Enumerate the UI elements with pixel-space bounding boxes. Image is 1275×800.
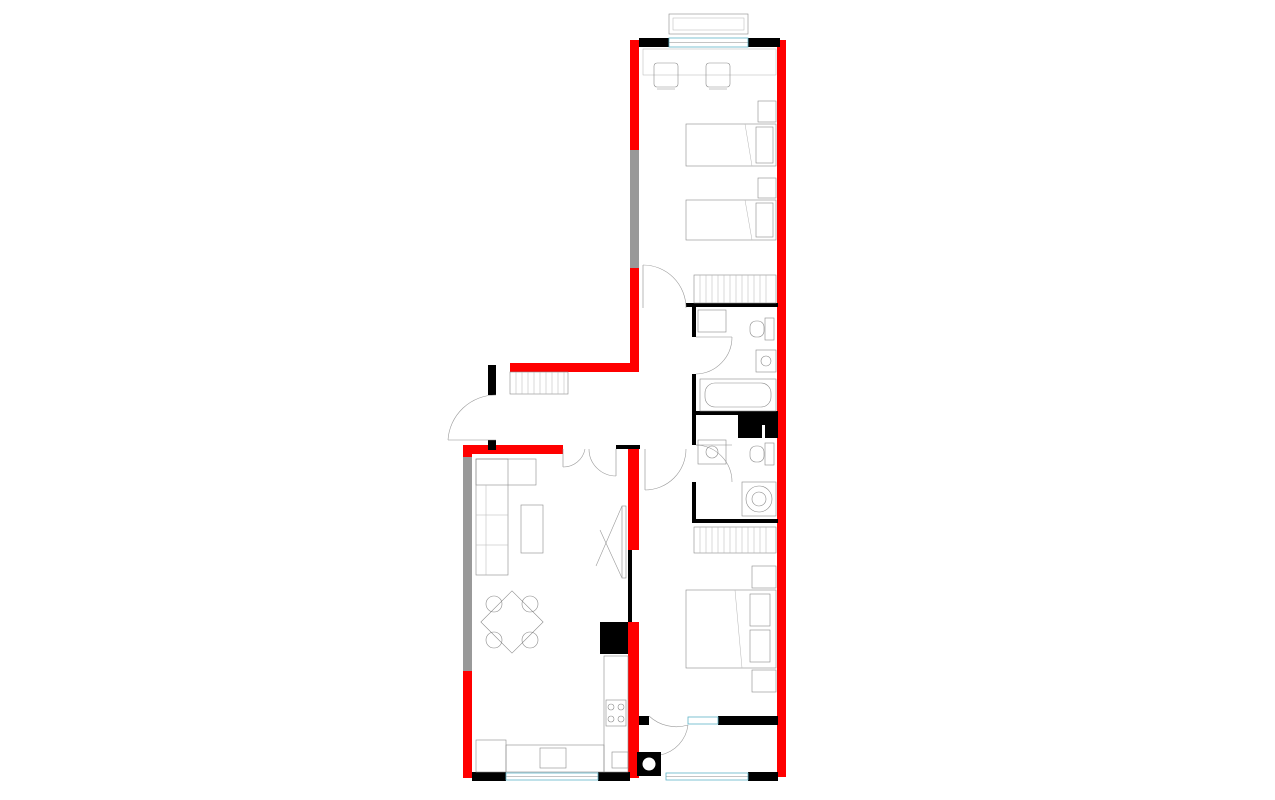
washing-machine — [741, 481, 777, 517]
door-bedroom2-swing — [644, 448, 687, 491]
wall-entry-jamb-low — [488, 440, 496, 450]
sink-1 — [755, 349, 777, 373]
kitchen-sink — [539, 747, 567, 769]
sofa — [475, 458, 509, 576]
wall-wc-west-bottom — [692, 482, 696, 522]
shaft-duct — [641, 756, 657, 772]
glazing-living-west — [463, 457, 472, 671]
doors — [447, 264, 733, 756]
wall-partition-upper — [628, 448, 639, 550]
wall-bottom-mid — [598, 772, 630, 781]
sofa-back — [475, 458, 537, 486]
wall-east — [777, 40, 786, 777]
bathtub — [699, 378, 777, 412]
wardrobe-1 — [693, 274, 777, 304]
wall-wc-shaft — [738, 415, 762, 438]
ventilation-shaft — [637, 752, 661, 776]
door-bedroom2-balcony-swing — [648, 715, 689, 728]
wall-bedroom-south — [686, 303, 778, 307]
bed-single-1 — [685, 123, 777, 167]
toilet-2 — [749, 445, 765, 463]
interior-walls — [472, 38, 780, 781]
windows — [505, 13, 749, 781]
exterior-walls — [463, 40, 786, 778]
entrance-storage — [509, 275, 767, 395]
door-living-swing-a — [562, 448, 586, 468]
sliding-door — [621, 505, 627, 579]
wardrobe-2 — [693, 526, 777, 554]
wall-top-right-segment — [748, 38, 780, 47]
dining-chair-3 — [485, 631, 503, 649]
bedside-table-4 — [751, 669, 777, 693]
fridge — [475, 739, 507, 773]
wall-bottom-left — [472, 772, 506, 781]
bathtub-inner — [704, 382, 772, 408]
door-living-swing-b — [588, 448, 617, 477]
bed-double-pillow-1 — [749, 593, 771, 627]
dining-table — [480, 590, 544, 654]
wall-top-left-segment — [639, 38, 669, 47]
wc-fixtures — [697, 439, 777, 517]
bath-shelf — [697, 309, 727, 333]
bedside-table-3 — [751, 565, 777, 589]
wall-bottom-right — [748, 772, 778, 781]
door-bedroom1-swing — [642, 264, 687, 309]
living-furniture — [475, 458, 629, 773]
wall-partition-gap — [628, 550, 632, 622]
coffee-table — [520, 504, 544, 554]
bed-single-2 — [685, 199, 777, 241]
bedside-table-2 — [757, 177, 777, 199]
wall-entry-jamb — [488, 365, 496, 395]
bed-double — [685, 589, 777, 669]
cooktop — [605, 699, 627, 727]
desk — [642, 48, 777, 76]
bed-double-pillow-2 — [749, 629, 771, 663]
bedside-table-1 — [757, 100, 777, 123]
bedroom-twin-furniture — [642, 48, 777, 304]
toilet-1 — [749, 320, 765, 338]
wall-entry-north — [510, 363, 639, 372]
wall-wc-south — [692, 519, 778, 523]
bedroom-double-furniture — [685, 526, 777, 693]
wall-bath-west-bottom — [692, 374, 696, 414]
wall-living-west-bottom — [463, 671, 472, 778]
dining-chair-2 — [521, 595, 539, 613]
dining-chair-4 — [521, 631, 539, 649]
wall-partition-lower — [628, 622, 639, 778]
dining-chair-1 — [485, 595, 503, 613]
balcony-inner — [672, 17, 745, 31]
door-wc-swing — [695, 444, 733, 483]
wall-living-west-top — [463, 445, 472, 457]
chair-right — [705, 62, 731, 88]
toilet-1-tank — [764, 317, 775, 341]
bed-single-2-pillow — [755, 202, 774, 238]
chair-left — [653, 62, 679, 88]
entry-wardrobe — [509, 371, 569, 395]
wall-wc-west-top — [692, 415, 696, 445]
balcony — [668, 13, 749, 35]
door-bath-swing — [695, 336, 733, 375]
wall-kitchen-column — [600, 622, 628, 654]
wall-bedroom-west-lower — [630, 268, 639, 312]
glazing-bedroom-west — [630, 150, 639, 268]
kitchen-counter — [603, 655, 629, 773]
wall-bedroom2-stub — [639, 716, 649, 725]
wall-bedroom2-south — [718, 716, 778, 725]
door-entrance-swing — [447, 394, 497, 441]
stove-corner — [611, 751, 629, 769]
wall-corridor-west — [630, 312, 639, 372]
wall-bath-west-top — [692, 307, 696, 337]
wall-bath-south — [692, 411, 778, 415]
wall-hall-stub — [616, 445, 640, 449]
glazed-walls — [463, 150, 639, 671]
wall-living-north — [463, 445, 563, 454]
bed-single-1-pillow — [755, 126, 774, 164]
bathroom-fixtures — [697, 309, 777, 412]
window-bedroom2-inner — [687, 716, 719, 725]
wall-bedroom-west — [630, 40, 639, 150]
sink-2 — [697, 439, 727, 465]
toilet-2-tank — [764, 442, 775, 466]
